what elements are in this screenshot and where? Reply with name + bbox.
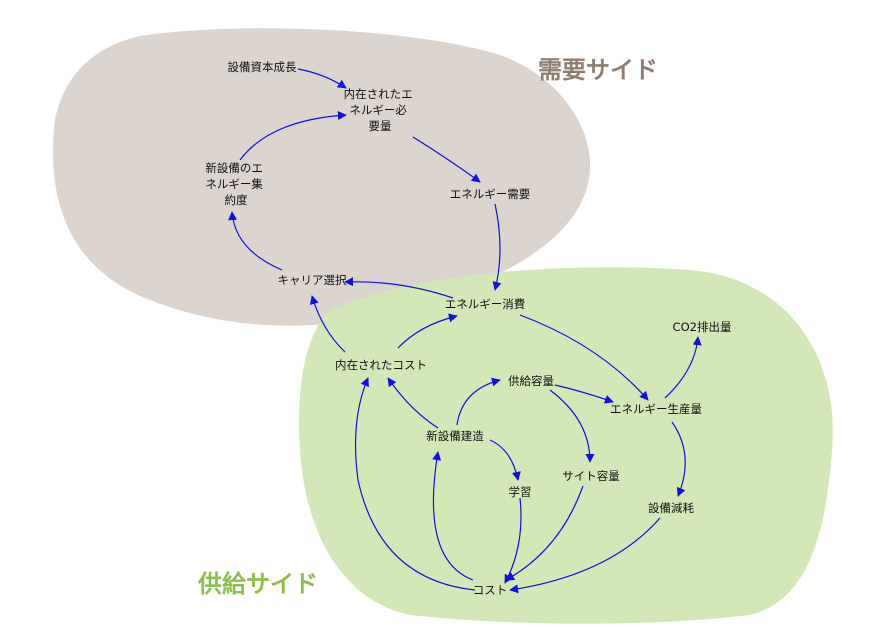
node-supply-capacity[interactable]: 供給容量 (508, 374, 554, 388)
node-site-capacity[interactable]: サイト容量 (562, 469, 620, 483)
link-embodied-cost-to-carrier (309, 295, 346, 353)
node-line: 新設備建造 (426, 429, 484, 443)
node-energy-demand[interactable]: エネルギー需要 (450, 187, 531, 201)
link-supply-capacity-to-production (554, 384, 614, 404)
node-line: 設備減耗 (648, 501, 694, 515)
link-carrier-to-intensity (228, 211, 283, 271)
link-supply-capacity-to-site-capacity (549, 389, 595, 463)
node-learning[interactable]: 学習 (509, 485, 532, 499)
link-embodied-need-to-demand (412, 136, 481, 183)
node-line: 約度 (225, 193, 248, 207)
node-line: 学習 (509, 485, 532, 499)
node-line: キャリア選択 (278, 273, 347, 287)
link-construction-to-learning (489, 439, 521, 481)
node-line: 供給容量 (508, 374, 554, 388)
node-equipment-retirement[interactable]: 設備減耗 (648, 501, 694, 515)
link-consumption-to-carrier (344, 277, 454, 299)
node-line: エネルギー生産量 (610, 402, 702, 416)
link-site-capacity-to-cost (505, 485, 584, 581)
node-labels: 設備資本成長 内在されたエ ネルギー必 要量 新設備のエ ネルギー集 約度 エネ… (205, 60, 731, 597)
link-embodied-cost-to-consumption (397, 313, 458, 349)
node-co2-emissions[interactable]: CO2排出量 (673, 320, 732, 334)
node-line: 新設備のエ (205, 161, 263, 175)
node-line: コスト (473, 583, 508, 597)
node-line: 内在されたエ (344, 87, 413, 101)
link-construction-to-embodied-cost (387, 377, 439, 429)
causal-links (228, 68, 702, 594)
node-line: 内在されたコスト (335, 358, 427, 372)
link-construction-to-supply-capacity (456, 377, 501, 426)
node-line: エネルギー消費 (445, 297, 526, 311)
demand-side-region (52, 28, 591, 326)
link-production-to-retirement (671, 421, 686, 497)
supply-side-title: 供給サイド (197, 570, 318, 598)
node-carrier-choice[interactable]: キャリア選択 (278, 273, 347, 287)
node-embodied-cost[interactable]: 内在されたコスト (335, 358, 427, 372)
node-line: 設備資本成長 (228, 60, 297, 74)
supply-side-region (299, 267, 833, 624)
node-line: CO2排出量 (673, 320, 732, 334)
node-embodied-energy-need[interactable]: 内在されたエ ネルギー必 要量 (344, 87, 417, 133)
node-capital-growth[interactable]: 設備資本成長 (228, 60, 297, 74)
node-line: ネルギー集 (205, 177, 263, 191)
link-retirement-to-cost (509, 517, 661, 594)
link-consumption-to-production (519, 314, 649, 401)
node-new-equipment-intensity[interactable]: 新設備のエ ネルギー集 約度 (205, 161, 266, 207)
node-energy-consumption[interactable]: エネルギー消費 (445, 297, 526, 311)
link-cost-to-embodied-cost (354, 377, 476, 591)
node-line: エネルギー需要 (450, 187, 531, 201)
link-production-to-co2 (664, 336, 702, 399)
link-intensity-to-embodied-need (239, 111, 347, 161)
node-energy-production[interactable]: エネルギー生産量 (610, 402, 702, 416)
node-line: ネルギー必 (349, 103, 407, 117)
link-capital-to-embodied-need (297, 68, 347, 89)
node-cost[interactable]: コスト (473, 583, 508, 597)
node-line: 要量 (369, 119, 392, 133)
link-demand-to-consumption (492, 203, 502, 291)
node-line: サイト容量 (562, 469, 620, 483)
demand-side-title: 需要サイド (538, 56, 658, 84)
link-cost-to-construction (432, 451, 474, 581)
node-new-equipment-construction[interactable]: 新設備建造 (426, 429, 484, 443)
